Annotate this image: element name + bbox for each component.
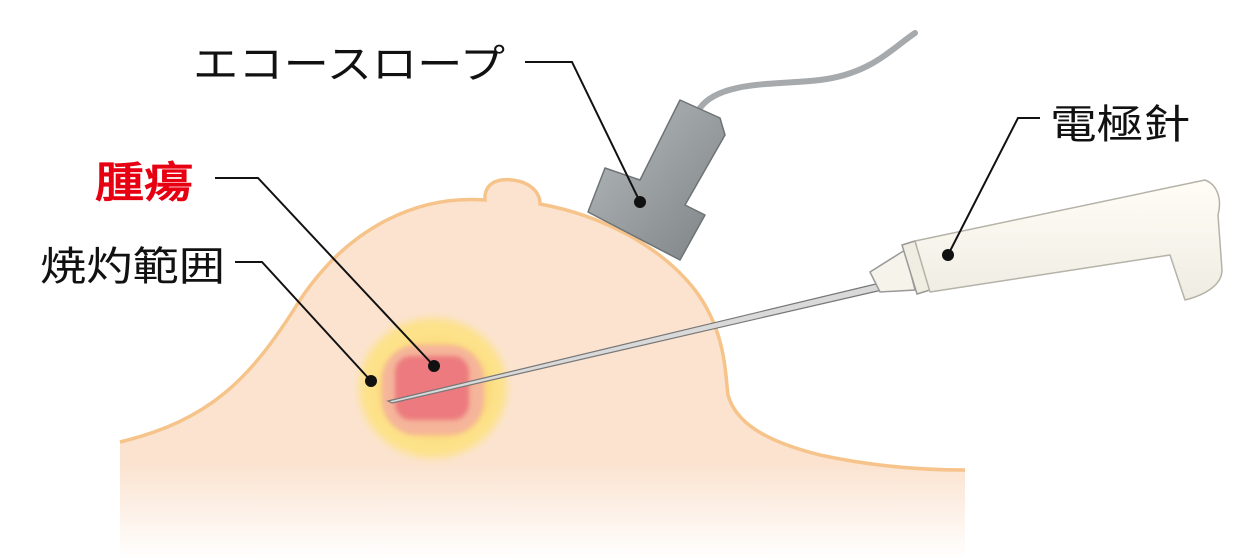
needle-leader: [942, 117, 1040, 261]
electrode-needle: [386, 179, 1223, 404]
tumor: [395, 356, 469, 420]
breast-body: [119, 177, 966, 559]
tumor-leader: [215, 177, 440, 372]
needle-label: 電極針: [1050, 102, 1190, 148]
probe-cable: [697, 30, 918, 111]
probe-leader: [525, 61, 646, 208]
ablation-leader: [235, 261, 377, 387]
probe-label: エコースロープ: [193, 42, 505, 88]
tumor-label: 腫瘍: [95, 158, 193, 207]
echo-probe: [587, 99, 726, 261]
ablation-zone-label: 焼灼範囲: [40, 244, 225, 290]
